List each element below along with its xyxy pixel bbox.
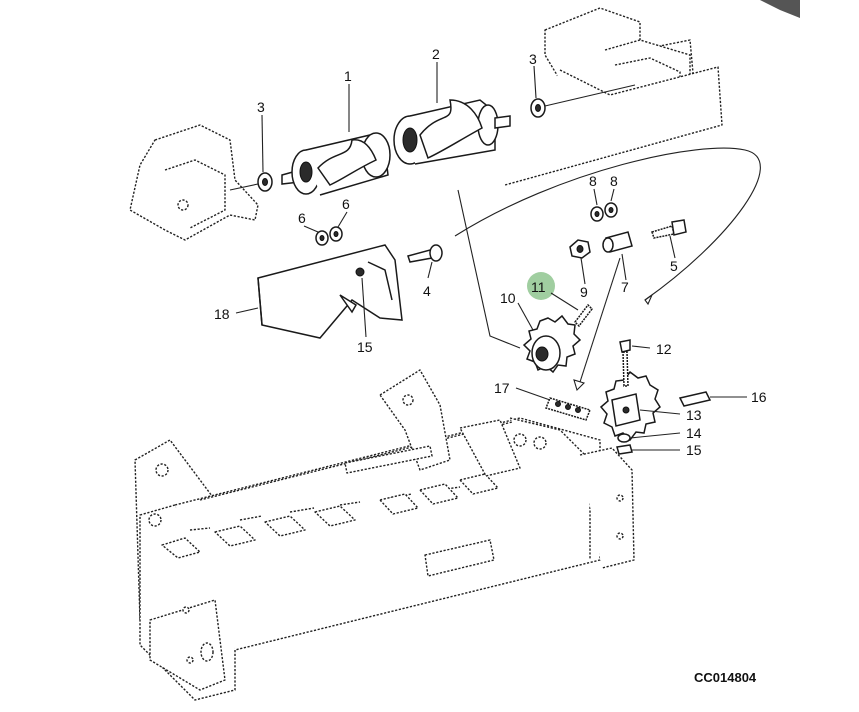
chain-part-17 — [544, 397, 592, 421]
nut-part-15 — [616, 444, 633, 455]
washer-3-right — [530, 98, 546, 118]
callout-17: 17 — [494, 380, 510, 396]
callout-13: 13 — [686, 407, 702, 423]
arrow-tab-icon — [760, 0, 800, 18]
callout-6-left: 6 — [298, 210, 306, 226]
highlight-marker-11[interactable] — [527, 272, 555, 300]
callout-10: 10 — [500, 290, 516, 306]
callout-16: 16 — [751, 389, 767, 405]
spacer-part-7 — [602, 231, 633, 253]
callout-15-lower: 15 — [686, 442, 702, 458]
washers-8 — [590, 202, 618, 222]
bolt-part-4 — [407, 244, 443, 263]
callout-5: 5 — [670, 258, 678, 274]
callout-3-right: 3 — [529, 51, 537, 67]
main-frame — [134, 369, 635, 701]
sprocket-part-10 — [522, 314, 582, 374]
callout-8-right: 8 — [610, 173, 618, 189]
callout-14: 14 — [686, 425, 702, 441]
key-part-16 — [678, 391, 712, 407]
diagram-code: CC014804 — [694, 670, 757, 685]
bolt-part-5 — [651, 219, 687, 239]
cover-part-18 — [257, 244, 403, 339]
callout-11[interactable]: 11 — [531, 279, 546, 295]
callout-18: 18 — [214, 306, 230, 322]
washers-6 — [315, 226, 343, 246]
upper-right-housing — [504, 7, 723, 186]
callout-15-upper: 15 — [357, 339, 373, 355]
callout-12: 12 — [656, 341, 672, 357]
auger-part-1 — [281, 132, 391, 196]
callout-3-left: 3 — [257, 99, 265, 115]
callout-9: 9 — [580, 284, 588, 300]
callout-1: 1 — [344, 68, 352, 84]
bolt-part-12 — [619, 339, 631, 387]
washer-3-left — [257, 172, 273, 192]
washer-part-14 — [617, 433, 631, 443]
pin-part-11[interactable] — [574, 303, 593, 328]
auger-part-2 — [393, 99, 511, 165]
callout-7: 7 — [621, 279, 629, 295]
nut-part-9 — [569, 239, 591, 259]
callout-6-right: 6 — [342, 196, 350, 212]
callout-8-left: 8 — [589, 173, 597, 189]
callout-2: 2 — [432, 46, 440, 62]
sprocket-part-13 — [599, 370, 661, 442]
callout-4: 4 — [423, 283, 431, 299]
upper-left-housing — [129, 124, 259, 241]
